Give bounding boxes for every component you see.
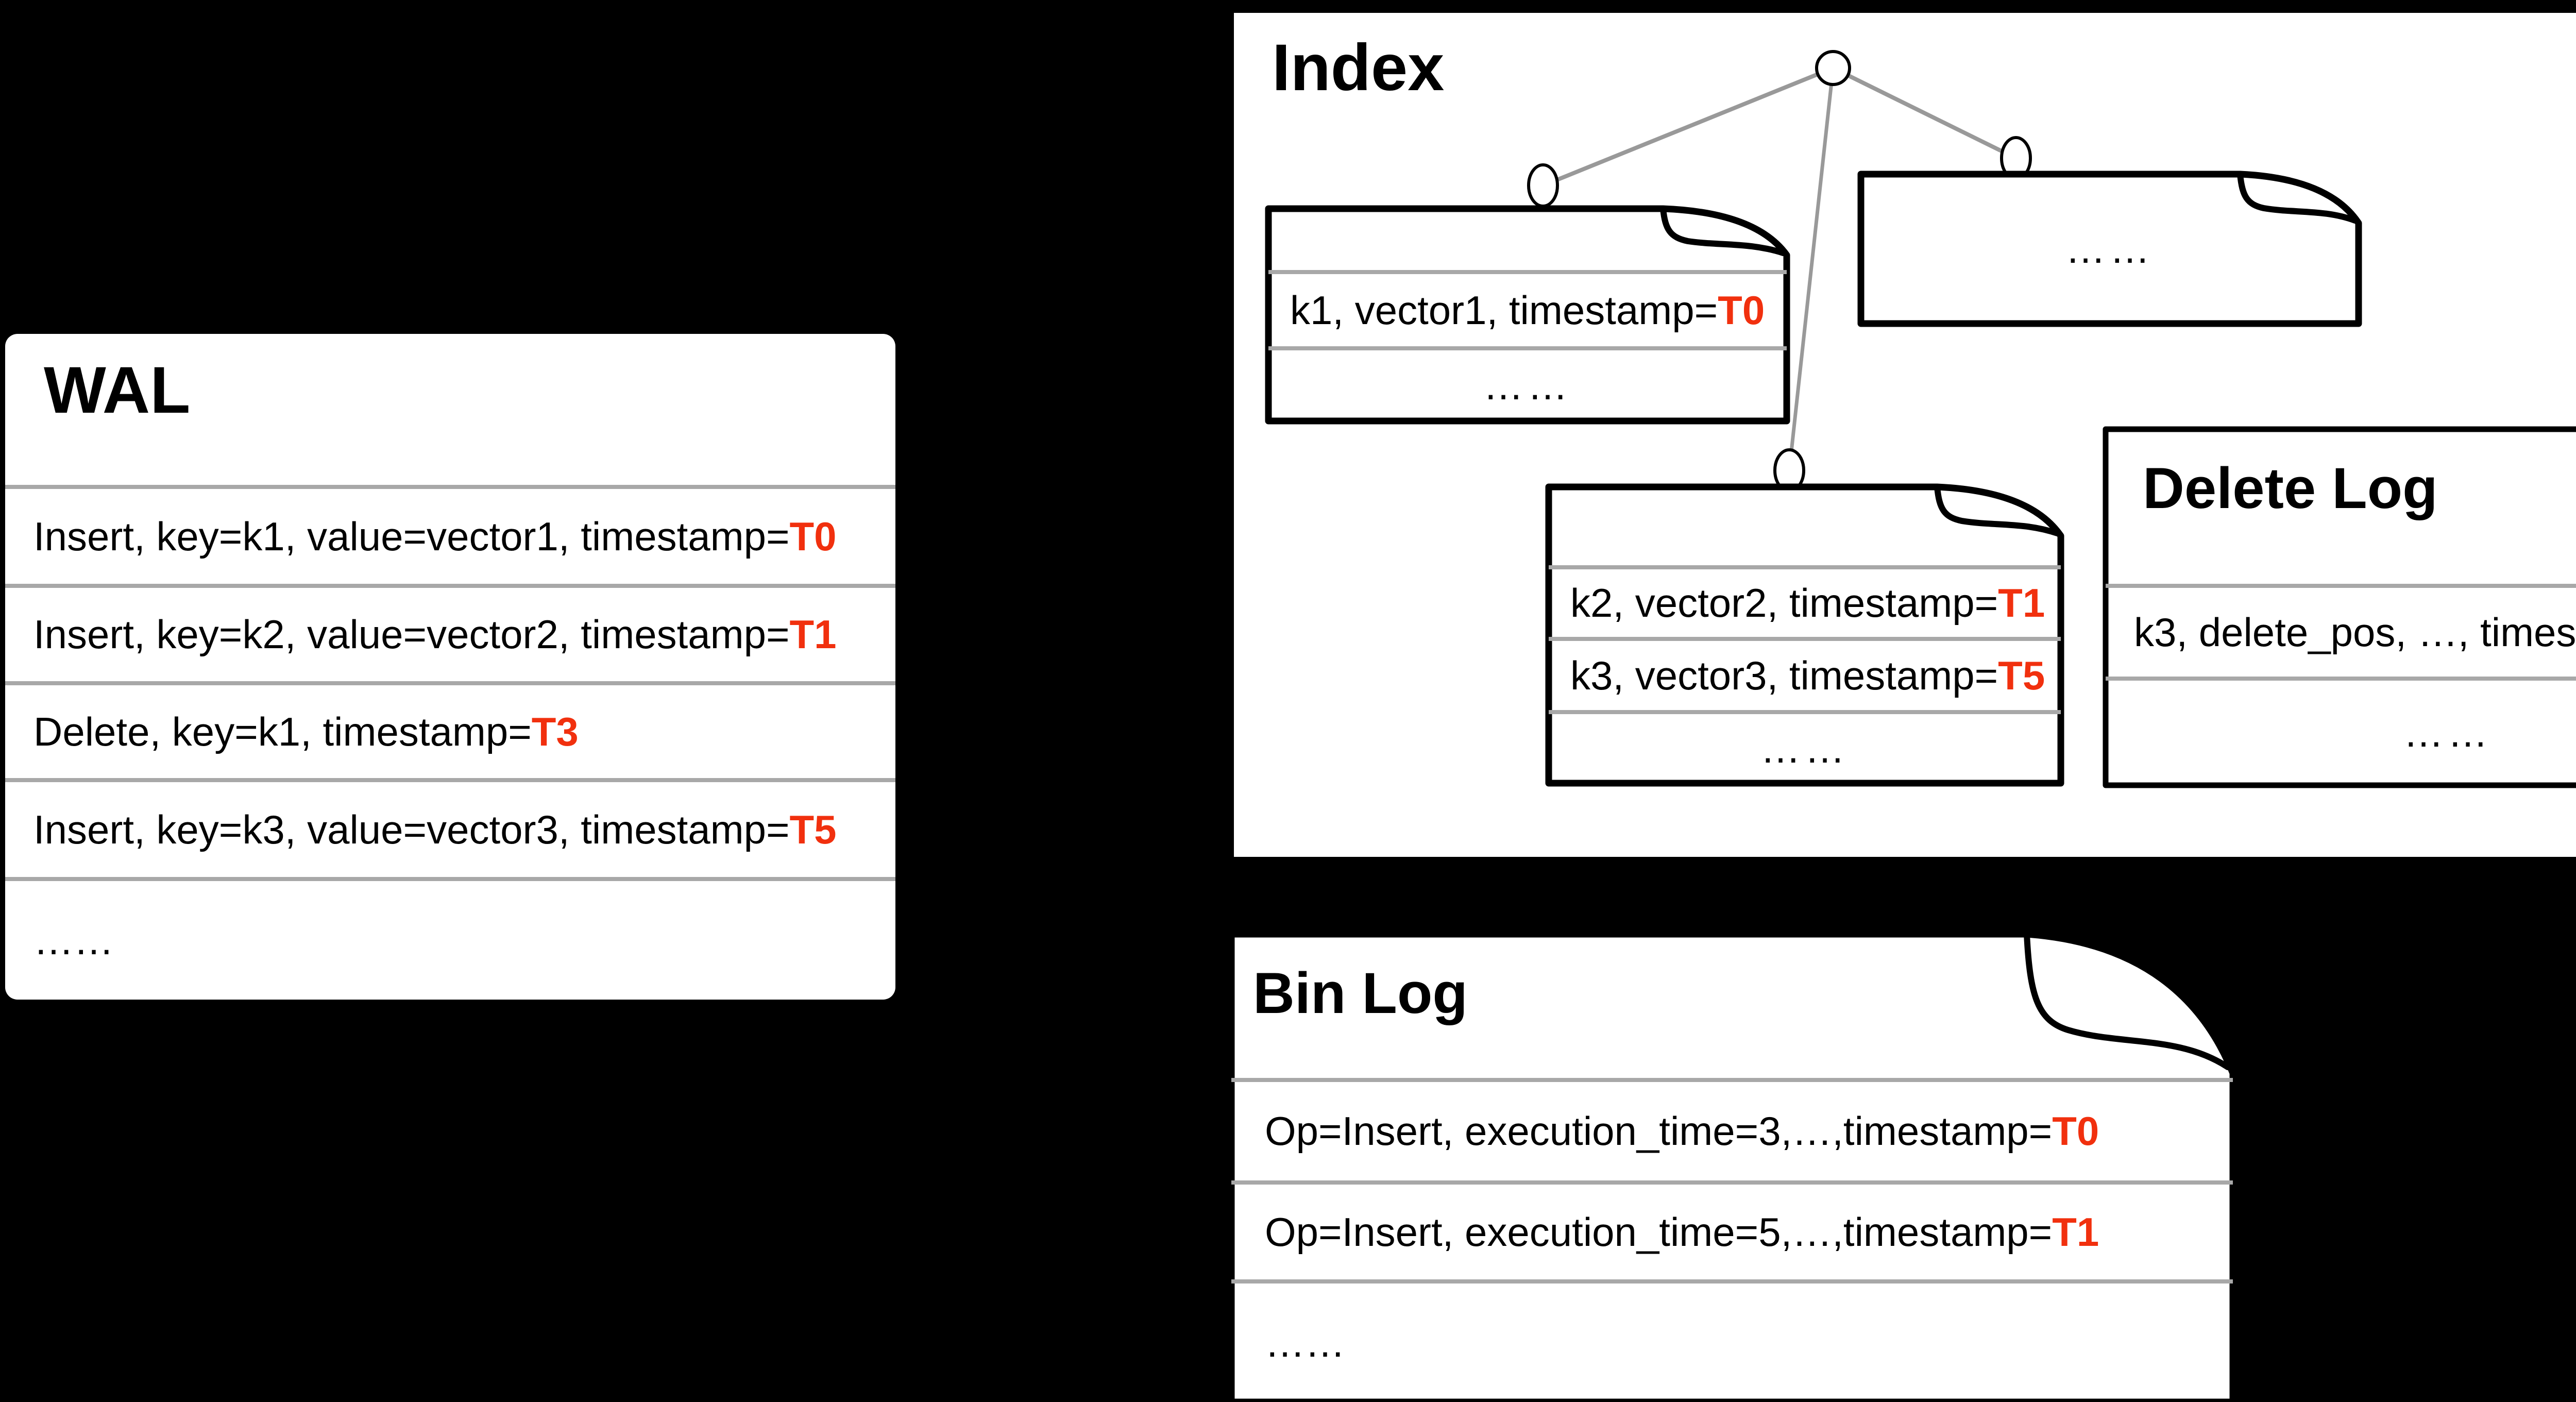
timestamp-value: T5 bbox=[1998, 652, 2045, 698]
segment-row: k3, vector3, timestamp=T5 bbox=[1549, 637, 2061, 710]
timestamp-value: T3 bbox=[531, 708, 579, 754]
wal-row-text: Insert, key=k1, value=vector1, timestamp… bbox=[33, 513, 790, 559]
bin-log-page: Bin Log Op=Insert, execution_time=3,…,ti… bbox=[1228, 931, 2236, 1402]
timestamp-value: T1 bbox=[2052, 1209, 2099, 1255]
segment-row-text: k1, vector1, timestamp= bbox=[1290, 287, 1718, 333]
segment-row: k2, vector2, timestamp=T1 bbox=[1549, 565, 2061, 637]
index-tree-graphic bbox=[1527, 50, 2032, 493]
wal-card: WAL Insert, key=k1, value=vector1, times… bbox=[5, 334, 895, 1000]
segment-row-ellipsis: …… bbox=[1549, 710, 2061, 783]
ellipsis-text: …… bbox=[33, 917, 114, 963]
ellipsis-text: …… bbox=[1760, 725, 1849, 771]
index-title: Index bbox=[1272, 31, 1445, 105]
ellipsis-text: …… bbox=[1265, 1320, 1345, 1365]
wal-row: Insert, key=k1, value=vector1, timestamp… bbox=[5, 485, 895, 584]
wal-row: Insert, key=k3, value=vector3, timestamp… bbox=[5, 778, 895, 877]
wal-row-text: Insert, key=k3, value=vector3, timestamp… bbox=[33, 806, 790, 852]
bin-log-title: Bin Log bbox=[1253, 961, 1468, 1025]
timestamp-value: T5 bbox=[789, 806, 837, 852]
index-segment-page-more: …… bbox=[1857, 171, 2362, 327]
delete-log-row-ellipsis: …… bbox=[2106, 677, 2576, 785]
page-curl-icon bbox=[2103, 426, 2576, 788]
wal-row: Delete, key=k1, timestamp=T3 bbox=[5, 681, 895, 778]
page-curl-icon bbox=[1265, 205, 1790, 425]
segment-row-ellipsis: …… bbox=[1861, 174, 2359, 324]
wal-row: Insert, key=k2, value=vector2, timestamp… bbox=[5, 584, 895, 681]
timestamp-value: T0 bbox=[1718, 287, 1765, 333]
bin-log-row: Op=Insert, execution_time=5,…,timestamp=… bbox=[1231, 1180, 2233, 1279]
tree-edge-left bbox=[1542, 66, 1834, 188]
index-segment-page-k1: k1, vector1, timestamp=T0 …… bbox=[1265, 205, 1790, 425]
delete-log-title: Delete Log bbox=[2143, 456, 2438, 520]
index-panel: Index k1, vector1, timestamp=T0 …… bbox=[1234, 13, 2576, 857]
timestamp-value: T1 bbox=[789, 612, 837, 657]
tree-edge-middle bbox=[1787, 67, 1835, 471]
page-curl-icon bbox=[1545, 483, 2064, 787]
delete-log-page: Delete Log k3, delete_pos, …, timestamp=… bbox=[2103, 426, 2576, 788]
page-curl-icon bbox=[1228, 931, 2236, 1402]
bin-log-row-text: Op=Insert, execution_time=3,…,timestamp= bbox=[1265, 1108, 2053, 1154]
bin-log-row: Op=Insert, execution_time=3,…,timestamp=… bbox=[1231, 1078, 2233, 1180]
timestamp-value: T1 bbox=[1998, 580, 2045, 626]
bin-log-row-text: Op=Insert, execution_time=5,…,timestamp= bbox=[1265, 1209, 2053, 1255]
segment-row-text: k2, vector2, timestamp= bbox=[1570, 580, 1998, 626]
ellipsis-text: …… bbox=[2403, 710, 2492, 755]
timestamp-value: T0 bbox=[2052, 1108, 2099, 1154]
segment-row: k1, vector1, timestamp=T0 bbox=[1268, 270, 1787, 346]
tree-node-left-icon bbox=[1527, 163, 1559, 208]
timestamp-value: T0 bbox=[789, 513, 837, 559]
delete-log-row: k3, delete_pos, …, timestamp=T3 bbox=[2106, 584, 2576, 677]
index-segment-page-k2: k2, vector2, timestamp=T1 k3, vector3, t… bbox=[1545, 483, 2064, 787]
wal-row-text: Delete, key=k1, timestamp= bbox=[33, 708, 532, 754]
tree-edge-right bbox=[1832, 66, 2017, 160]
tree-node-root-icon bbox=[1815, 50, 1851, 86]
page-curl-icon bbox=[1857, 171, 2362, 327]
bin-log-row-ellipsis: …… bbox=[1231, 1279, 2233, 1402]
ellipsis-text: …… bbox=[2065, 226, 2154, 272]
wal-title: WAL bbox=[44, 353, 191, 427]
ellipsis-text: …… bbox=[1483, 363, 1572, 408]
segment-row-text: k3, vector3, timestamp= bbox=[1570, 652, 1998, 698]
wal-row-text: Insert, key=k2, value=vector2, timestamp… bbox=[33, 612, 790, 657]
segment-row-ellipsis: …… bbox=[1268, 346, 1787, 421]
delete-log-row-text: k3, delete_pos, …, timestamp= bbox=[2134, 609, 2576, 655]
wal-row-ellipsis: …… bbox=[5, 877, 895, 1000]
